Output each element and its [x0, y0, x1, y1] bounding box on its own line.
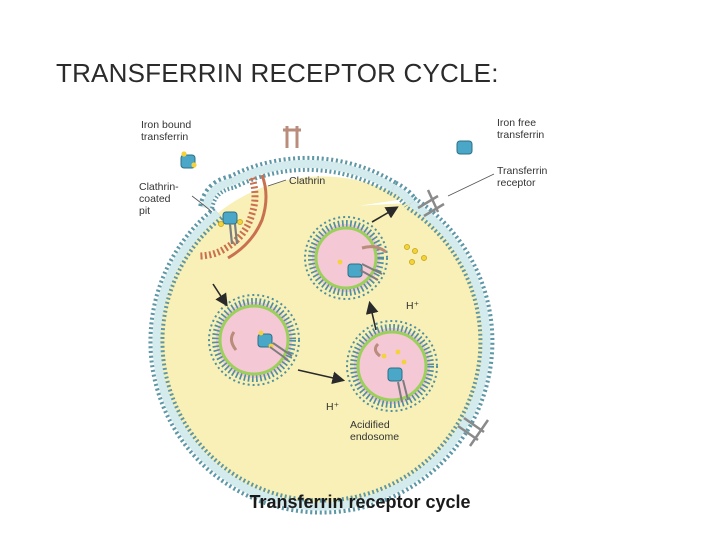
label-clathrin: Clathrin — [289, 175, 325, 187]
surface-receptor-bottom-right — [457, 416, 490, 447]
label-iron-free-2: transferrin — [497, 129, 544, 141]
clathrin-coat — [197, 174, 268, 260]
label-proton-top: H⁺ — [406, 300, 419, 312]
label-proton-bottom: H⁺ — [326, 401, 339, 413]
released-iron — [404, 244, 427, 265]
vesicle-acidified — [346, 320, 438, 412]
cell-membrane — [148, 155, 495, 515]
figure-caption: Transferrin receptor cycle — [249, 492, 471, 512]
vesicle-early — [208, 294, 300, 386]
label-receptor-1: Transferrin — [497, 165, 548, 177]
iron-bound-transferrin-icon — [180, 151, 197, 169]
label-iron-bound-2: transferrin — [141, 131, 188, 143]
pit-receptor — [218, 211, 243, 245]
label-clathrin-pit-1: Clathrin- — [139, 181, 179, 193]
label-clathrin-pit-3: pit — [139, 205, 150, 217]
label-leader-lines — [191, 173, 495, 213]
surface-receptor-top — [283, 126, 301, 148]
surface-receptor-right — [417, 189, 445, 218]
label-acidified-1: Acidified — [350, 419, 390, 431]
label-acidified-2: endosome — [350, 431, 399, 443]
label-receptor-2: receptor — [497, 177, 536, 189]
slide-title: TRANSFERRIN RECEPTOR CYCLE: — [56, 58, 499, 88]
iron-free-transferrin-icon — [456, 140, 473, 155]
vesicle-recycling — [304, 216, 388, 300]
label-iron-free-1: Iron free — [497, 117, 536, 129]
cycle-arrows — [212, 206, 399, 385]
label-clathrin-pit-2: coated — [139, 193, 171, 205]
label-iron-bound-1: Iron bound — [141, 119, 191, 131]
